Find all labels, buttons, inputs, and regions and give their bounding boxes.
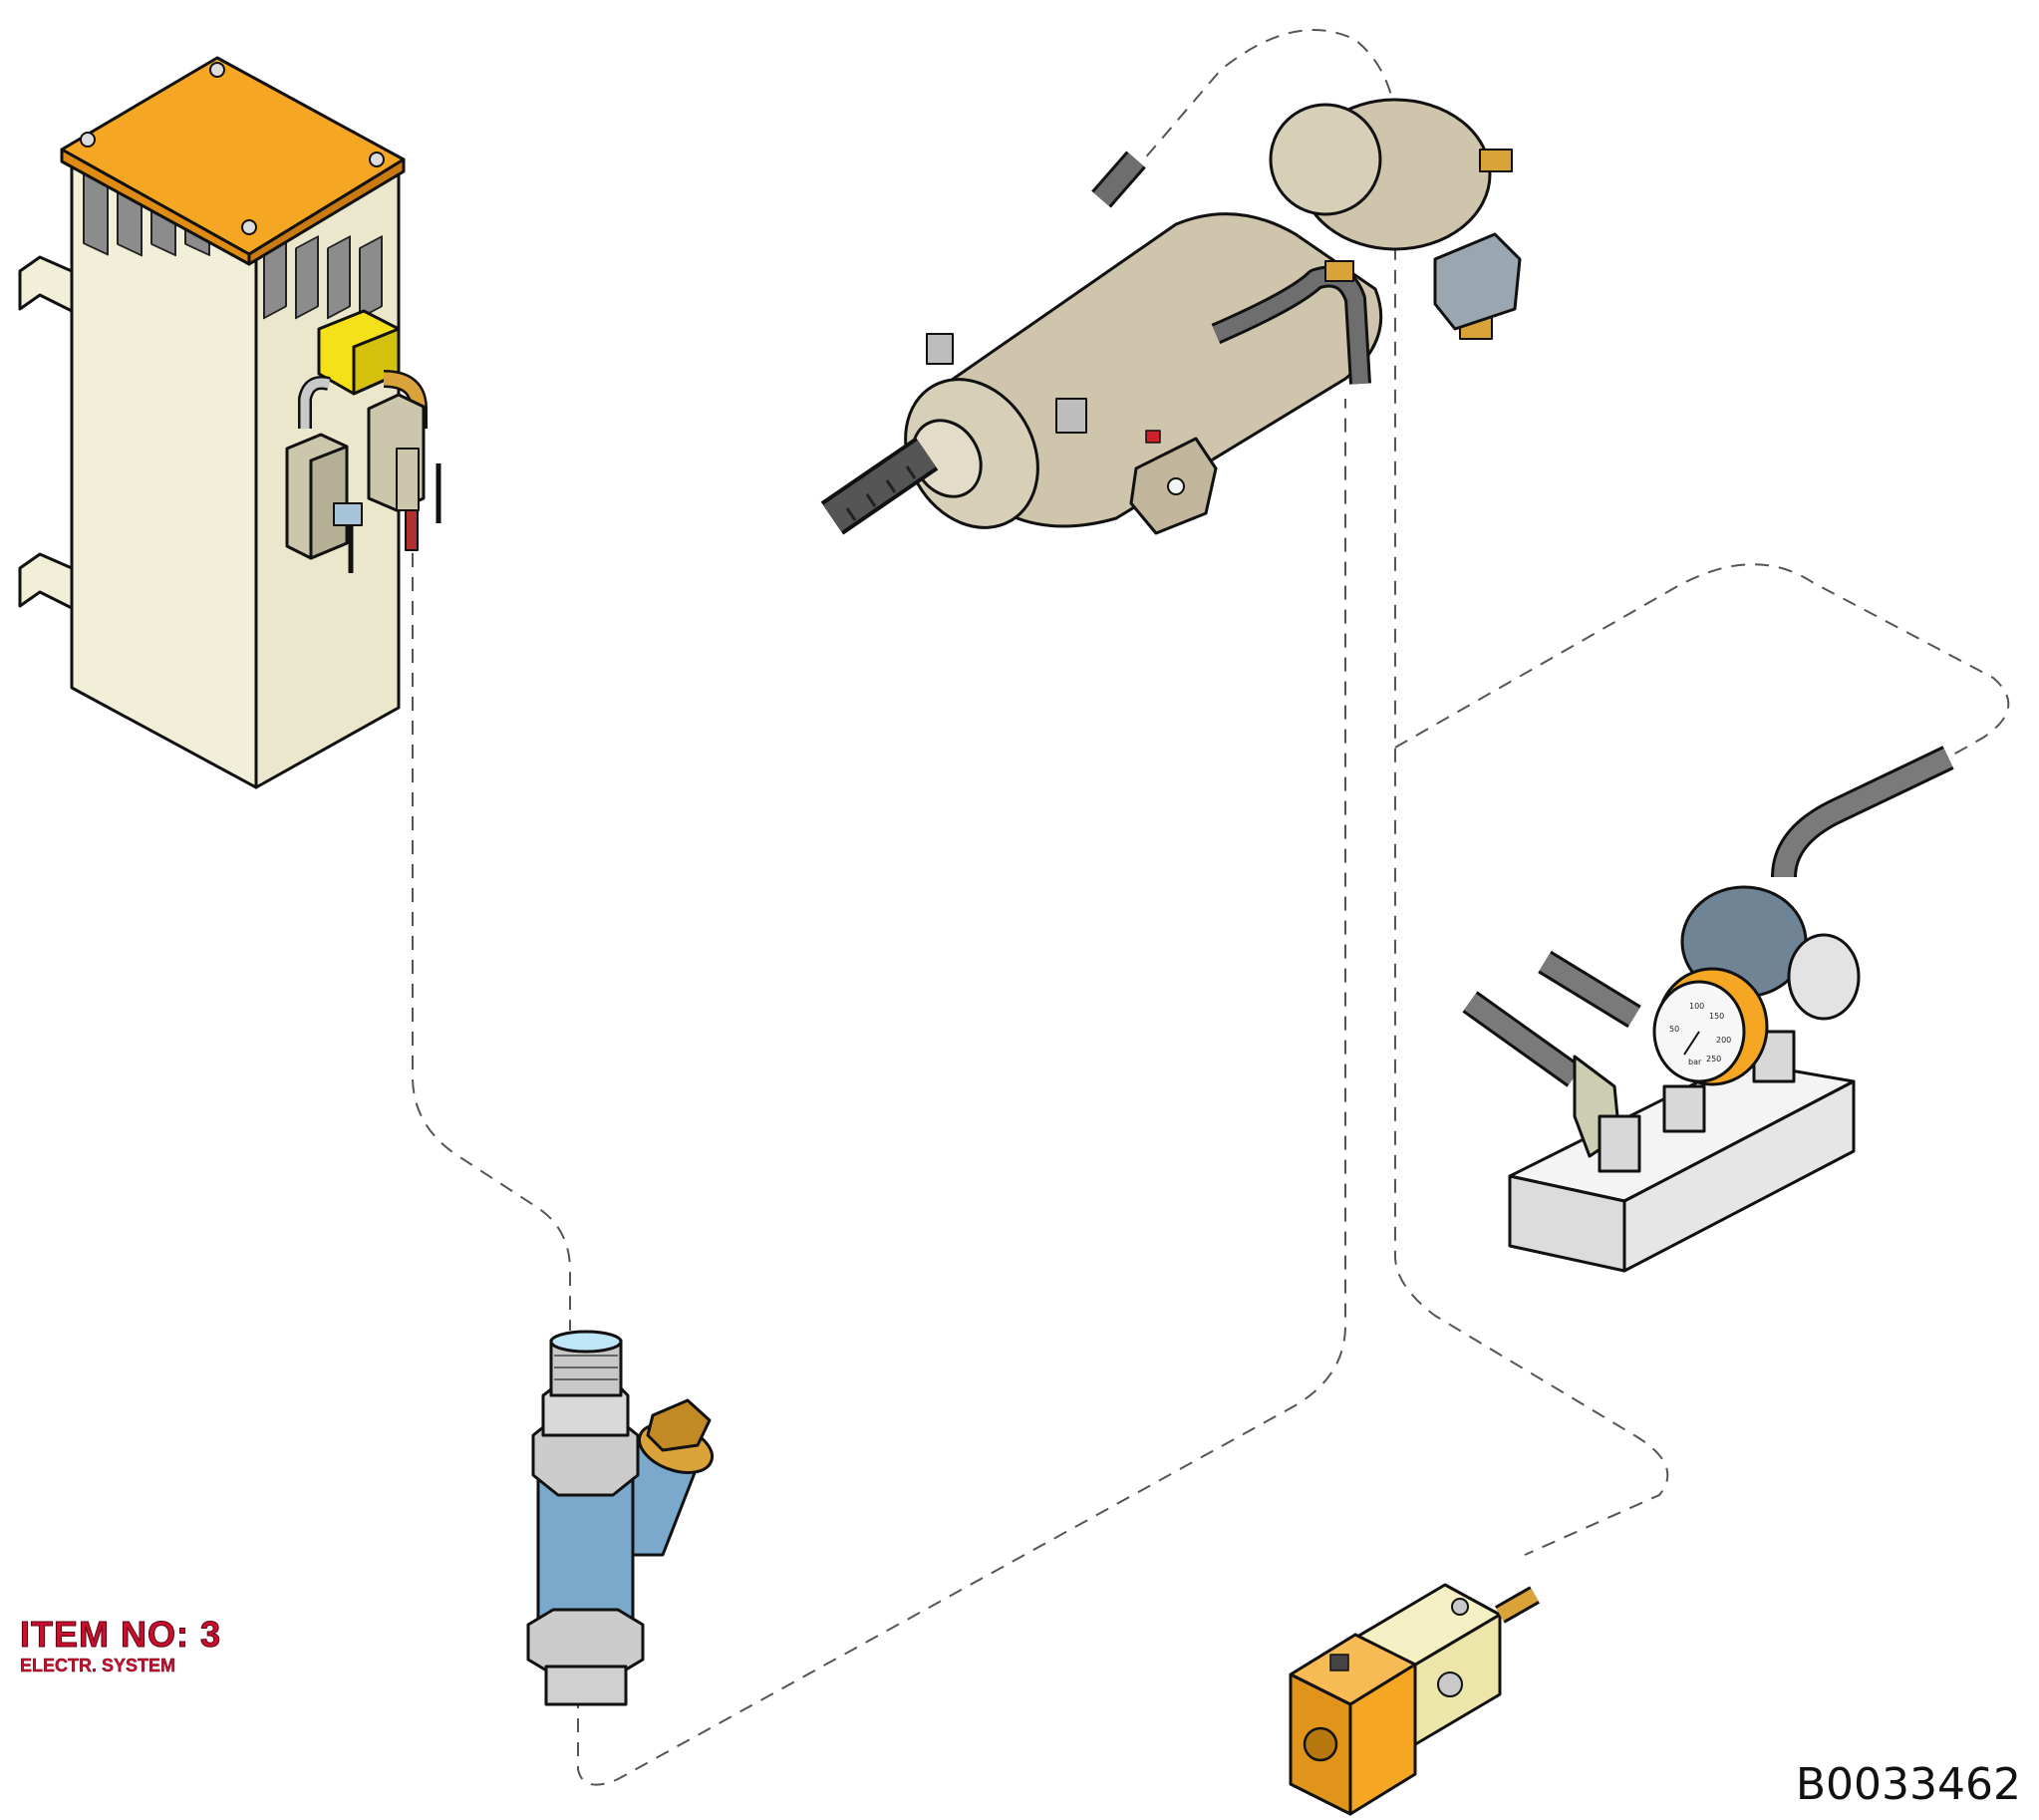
drill-motor	[820, 98, 1522, 535]
drawing-number: B0033462	[1795, 1759, 2021, 1810]
gauge-tick-2: 150	[1709, 1012, 1724, 1021]
cabinet-roof-edge-right	[247, 157, 406, 266]
gauge-tick-3: 200	[1716, 1036, 1731, 1045]
solenoid-valve	[1289, 1583, 1540, 1816]
gauge-tick-1: 100	[1689, 1002, 1704, 1011]
water-filter	[526, 1330, 714, 1706]
item-number: ITEM NO: 3	[19, 1614, 222, 1655]
motor-body	[930, 212, 1383, 528]
item-label: ITEM NO: 3 ELECTR. SYSTEM	[19, 1614, 222, 1676]
cabinet-bracket-bottom	[18, 552, 74, 610]
cable-motor-loop	[1130, 29, 1669, 1556]
cable-routes	[412, 29, 2010, 1786]
item-subtitle: ELECTR. SYSTEM	[20, 1656, 176, 1675]
cable-manifold-loop	[1394, 563, 2010, 758]
cabinet-bracket-top	[18, 255, 74, 313]
pressure-manifold: 50 100 150 200 250 bar	[1462, 746, 1954, 1273]
cable-filter-to-motor	[577, 399, 1346, 1786]
electrical-cabinet	[18, 56, 441, 789]
motor-spindle	[820, 437, 939, 535]
cable-cabinet-to-filter	[412, 553, 571, 1331]
gauge-tick-0: 50	[1669, 1025, 1679, 1034]
gauge-tick-4: 250	[1706, 1055, 1721, 1063]
motor-valve-plate	[1433, 232, 1522, 331]
gauge-unit: bar	[1688, 1058, 1702, 1066]
cabinet-left-face	[70, 162, 258, 789]
